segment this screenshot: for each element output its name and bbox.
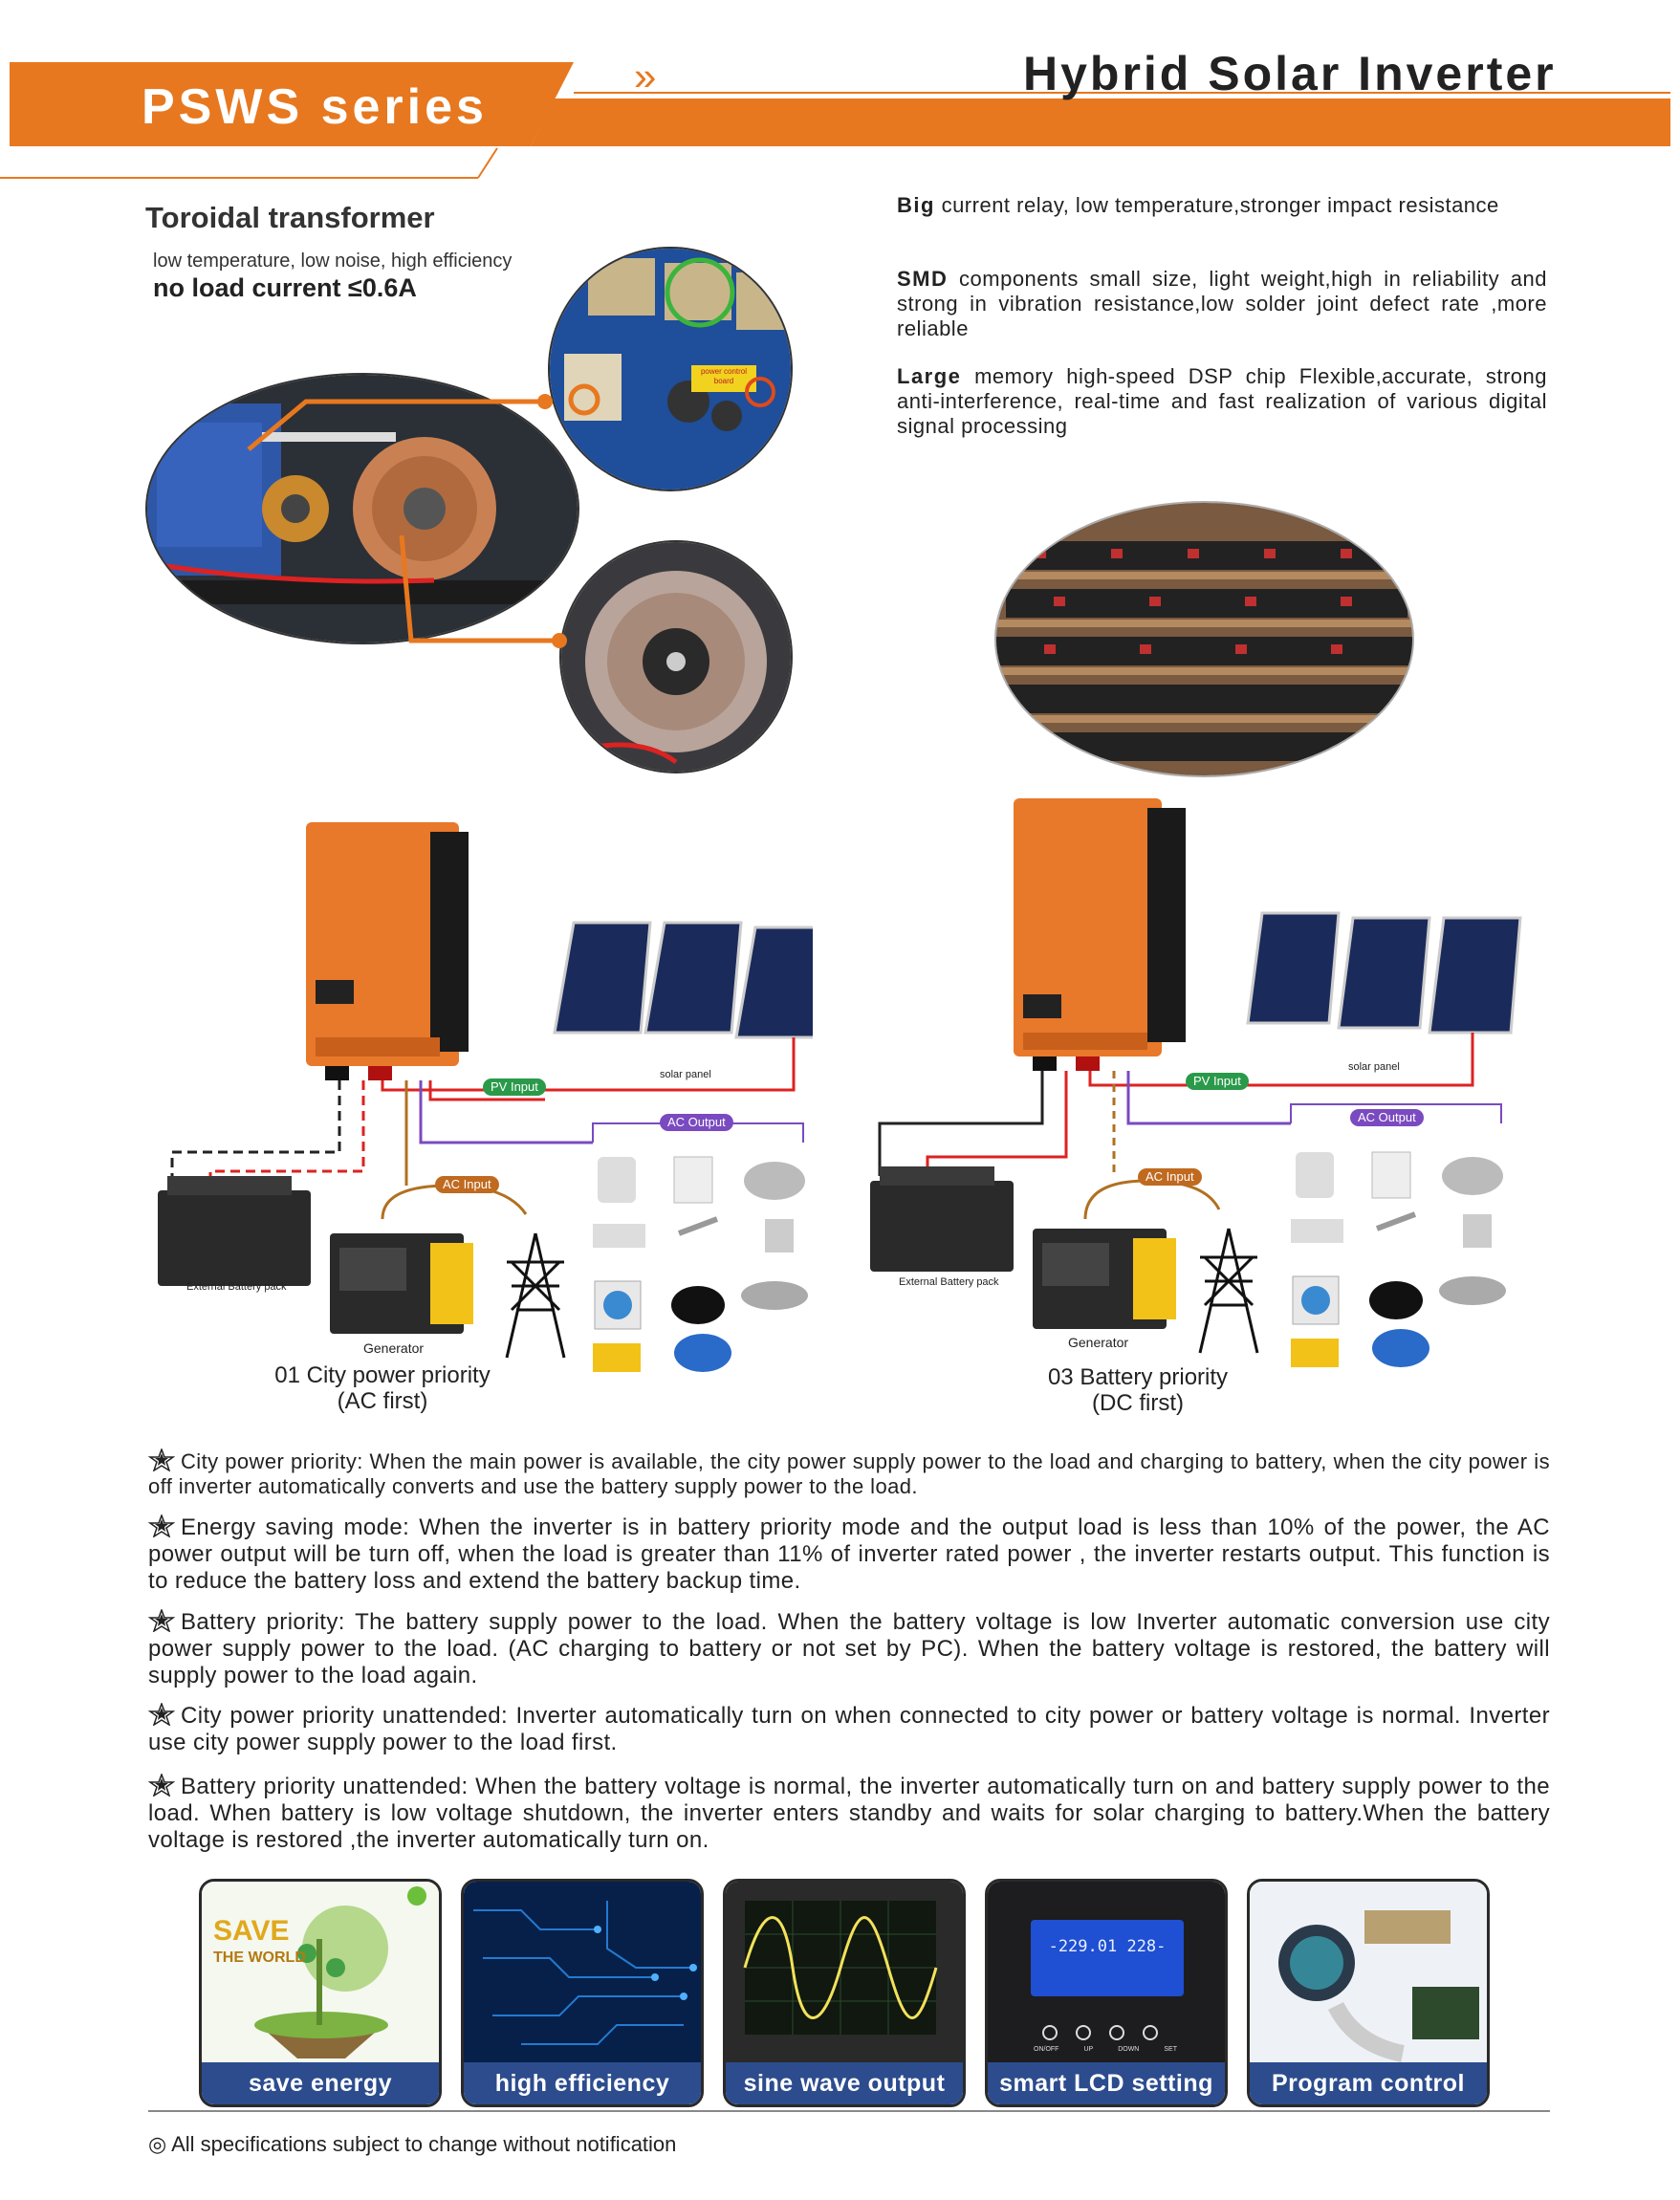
diagram-left-caption-2: (AC first) (337, 1388, 428, 1414)
page-title: Hybrid Solar Inverter (1023, 47, 1557, 100)
circuit-icon (464, 1882, 701, 2063)
desc-battery-unattended-text: Battery priority unattended: When the ba… (148, 1774, 1550, 1853)
tile-sine-wave: sine wave output (723, 1879, 966, 2107)
header-banner (10, 62, 1670, 146)
diagram-right-caption: 03 Battery priority (DC first) (994, 1364, 1281, 1416)
toroidal-current: no load current ≤0.6A (153, 273, 417, 302)
tile-label-save-energy: save energy (202, 2062, 439, 2104)
tile-label-high-efficiency: high efficiency (464, 2062, 701, 2104)
board-label-1: power control (700, 367, 748, 376)
star-icon (148, 1703, 175, 1726)
oscilloscope-icon (726, 1882, 963, 2063)
desc-city-unattended: City power priority unattended: Inverter… (148, 1703, 1550, 1756)
pv-input-tag-left: PV Input (483, 1078, 546, 1096)
diagram-left-caption-1: 01 City power priority (274, 1362, 491, 1388)
diagram-right-caption-1: 03 Battery priority (1047, 1364, 1229, 1390)
generator-label-left: Generator (363, 1340, 425, 1356)
feature-dsp: Large memory high-speed DSP chip Flexibl… (897, 364, 1547, 439)
star-icon (148, 1449, 175, 1471)
board-label-2: board (713, 377, 734, 385)
toroidal-subtitle: low temperature, low noise, high efficie… (153, 250, 513, 272)
star-icon (148, 1514, 175, 1537)
feature-smd-text: components small size, light weight,high… (897, 267, 1547, 340)
tile-label-smart-lcd: smart LCD setting (988, 2062, 1225, 2104)
ac-input-tag-left: AC Input (435, 1176, 499, 1193)
save-world-art-1: SAVE (213, 1915, 290, 1947)
tile-label-program-control: Program control (1250, 2062, 1487, 2104)
diagram-left-caption: 01 City power priority (AC first) (239, 1362, 526, 1414)
lcd-btn-onoff: ON/OFF (1034, 2046, 1059, 2053)
tile-save-energy: SAVE THE WORLD save energy (199, 1879, 442, 2107)
tile-high-efficiency: high efficiency (461, 1879, 704, 2107)
header-accent-line (0, 147, 498, 179)
feature-smd-lead: SMD (897, 267, 949, 291)
battery-label-left: External Battery pack (186, 1281, 287, 1293)
tile-smart-lcd: -229.01 228- ON/OFF UP DOWN SET smart LC… (985, 1879, 1228, 2107)
solar-panel-label-left: solar panel (660, 1069, 711, 1080)
ac-output-tag-left: AC Output (660, 1114, 733, 1131)
earth-icon (202, 1882, 439, 2063)
chevron-icon: » (634, 54, 657, 98)
feature-smd: SMD components small size, light weight,… (897, 267, 1547, 341)
star-icon (148, 1774, 175, 1797)
save-world-art: SAVE THE WORLD (213, 1915, 306, 1971)
tile-program-control: Program control (1247, 1879, 1490, 2107)
lcd-panel-icon (988, 1882, 1225, 2063)
battery-label-right: External Battery pack (899, 1276, 999, 1288)
ac-output-tag-right: AC Output (1350, 1109, 1424, 1126)
desc-battery-priority-text: Battery priority: The battery supply pow… (148, 1609, 1550, 1688)
feature-relay-lead: Big (897, 193, 935, 217)
ac-input-tag-right: AC Input (1138, 1168, 1202, 1186)
toroid-closeup-photo (559, 540, 793, 773)
desc-city-unattended-text: City power priority unattended: Inverter… (148, 1703, 1550, 1755)
control-board-photo: power control board (548, 247, 793, 491)
lcd-btn-down: DOWN (1118, 2046, 1140, 2053)
footer-note: ◎ All specifications subject to change w… (148, 2132, 677, 2156)
desc-city-priority-text: City power priority: When the main power… (148, 1449, 1550, 1498)
desc-battery-unattended: Battery priority unattended: When the ba… (148, 1774, 1550, 1854)
tile-label-sine-wave: sine wave output (726, 2062, 963, 2104)
lcd-btn-set: SET (1164, 2046, 1177, 2053)
desc-battery-priority: Battery priority: The battery supply pow… (148, 1609, 1550, 1689)
feature-dsp-lead: Large (897, 364, 962, 388)
robot-hand-icon (1250, 1882, 1487, 2063)
desc-city-priority: City power priority: When the main power… (148, 1449, 1550, 1499)
footer-divider (148, 2110, 1550, 2112)
feature-relay-text: current relay, low temperature,stronger … (934, 193, 1499, 217)
toroidal-title: Toroidal transformer (145, 201, 435, 234)
warehouse-photo (994, 501, 1414, 777)
diagram-right-graphics (870, 798, 1522, 1367)
callout-lines (247, 394, 567, 648)
generator-label-right: Generator (1068, 1335, 1129, 1350)
feature-relay: Big current relay, low temperature,stron… (897, 193, 1547, 218)
desc-energy-saving: Energy saving mode: When the inverter is… (148, 1514, 1550, 1595)
series-name: PSWS series (142, 79, 488, 135)
diagram-right-caption-2: (DC first) (1092, 1390, 1184, 1416)
diagram-left-graphics (158, 822, 813, 1372)
star-icon (148, 1609, 175, 1632)
lcd-button-labels: ON/OFF UP DOWN SET (1034, 2046, 1177, 2053)
pv-input-tag-right: PV Input (1186, 1073, 1249, 1090)
inverter-internal-photo (145, 373, 579, 644)
desc-energy-saving-text: Energy saving mode: When the inverter is… (148, 1514, 1550, 1594)
solar-panel-label-right: solar panel (1348, 1061, 1400, 1073)
lcd-btn-up: UP (1083, 2046, 1094, 2053)
feature-dsp-text: memory high-speed DSP chip Flexible,accu… (897, 364, 1547, 438)
save-world-art-2: THE WORLD (213, 1950, 306, 1966)
lcd-readout: -229.01 228- (1048, 1937, 1167, 1956)
